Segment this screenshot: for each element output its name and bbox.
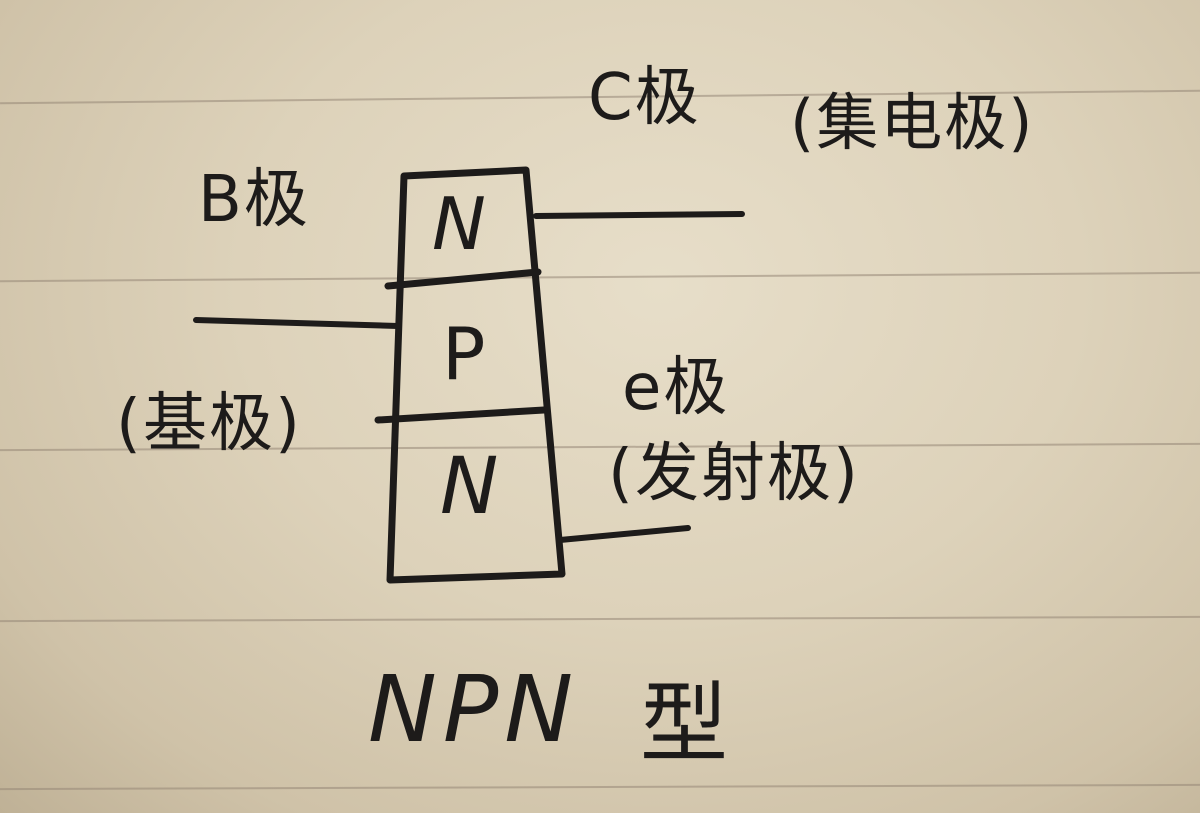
type-caption-suffix: 型 <box>640 672 731 775</box>
type-caption: NPN <box>368 656 580 763</box>
emitter-label: e极 <box>622 351 730 425</box>
layer-middle-p: P <box>442 312 488 396</box>
collector-note: (集电极) <box>790 86 1035 159</box>
layer-divider-top <box>384 268 542 290</box>
layer-bottom-n: N <box>440 442 501 532</box>
transistor-block-outline <box>386 166 566 584</box>
base-lead <box>193 317 401 329</box>
base-label: B极 <box>198 163 310 237</box>
emitter-lead <box>557 525 691 543</box>
emitter-note: (发射极) <box>608 437 860 511</box>
layer-top-n: N <box>432 182 488 266</box>
layer-divider-bottom <box>374 406 548 424</box>
base-note: (基极) <box>116 387 302 461</box>
collector-lead <box>533 211 745 219</box>
collector-label: C极 <box>588 61 701 135</box>
